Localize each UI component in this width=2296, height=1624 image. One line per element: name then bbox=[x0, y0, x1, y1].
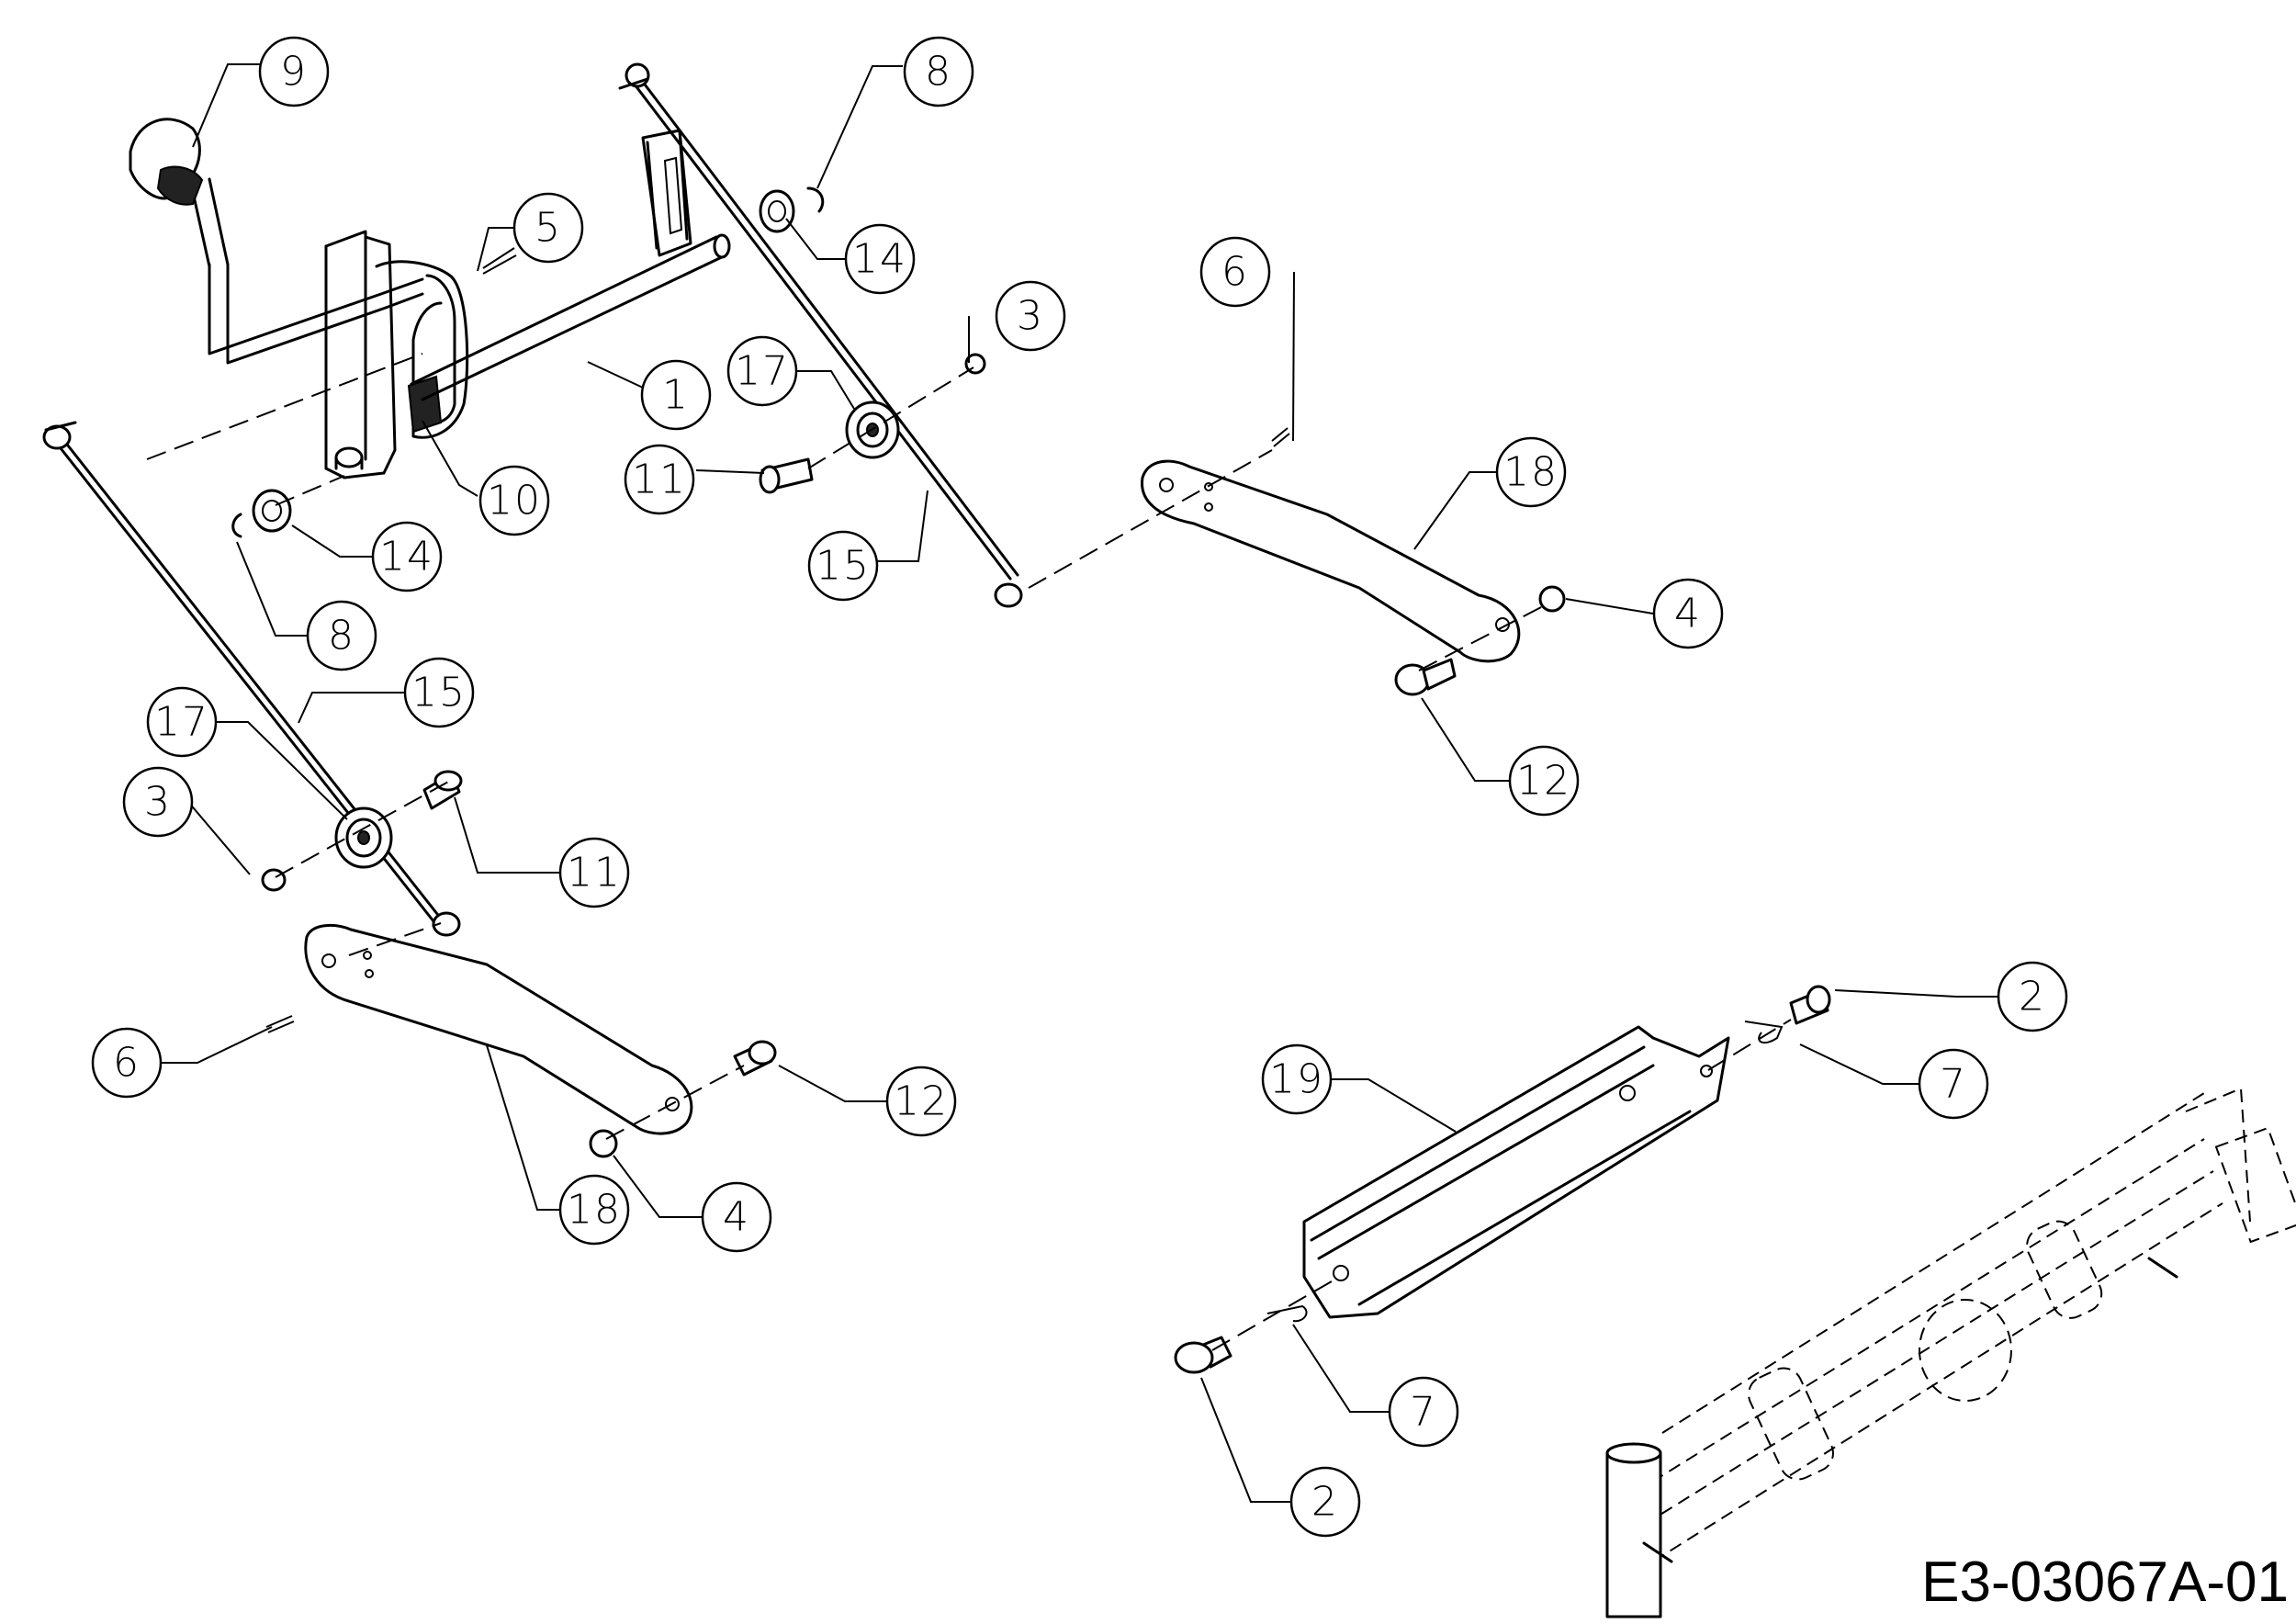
hairpin-7-upper-part bbox=[1744, 1021, 1784, 1044]
callout: 2 bbox=[1997, 961, 2068, 1032]
lift-handle-part bbox=[129, 118, 424, 365]
callout-label: 3 bbox=[1017, 293, 1044, 340]
callout: 19 bbox=[1261, 1043, 1333, 1115]
callout-label: 9 bbox=[280, 49, 308, 96]
centerline-shaft bbox=[146, 353, 423, 460]
centerline-bracket-lower bbox=[1211, 1280, 1333, 1351]
callout: 17 bbox=[146, 686, 218, 758]
callout-label: 8 bbox=[328, 613, 355, 660]
callout-label: 2 bbox=[1311, 1479, 1339, 1526]
lift-link-upper-part bbox=[1141, 459, 1521, 663]
flange-nut-lower-part bbox=[589, 1129, 618, 1158]
callout-label: 7 bbox=[1410, 1389, 1437, 1436]
callout-label: 15 bbox=[816, 543, 871, 590]
callout: 11 bbox=[558, 837, 630, 908]
hairpin-6-upper-part bbox=[1271, 427, 1290, 447]
nut-lower-part bbox=[261, 868, 287, 892]
centerline-pulley-lower bbox=[275, 780, 451, 878]
callout-label: 3 bbox=[144, 779, 172, 826]
callout: 9 bbox=[258, 36, 330, 107]
callout-label: 17 bbox=[154, 699, 209, 746]
callout: 12 bbox=[1508, 745, 1580, 817]
callout-label: 6 bbox=[113, 1040, 141, 1087]
callout-label: 14 bbox=[852, 236, 907, 283]
callout-label: 15 bbox=[411, 670, 467, 716]
callout-label: 18 bbox=[1503, 449, 1559, 496]
callout: 14 bbox=[844, 223, 916, 295]
callout: 11 bbox=[624, 444, 695, 515]
callout: 3 bbox=[122, 766, 194, 838]
callout-label: 10 bbox=[487, 478, 542, 524]
callout-label: 8 bbox=[925, 49, 952, 96]
callout-label: 11 bbox=[632, 457, 687, 503]
callout: 7 bbox=[1918, 1048, 1989, 1120]
callout-label: 4 bbox=[1674, 591, 1702, 637]
drawing-code: E3-03067A-01 bbox=[1921, 1551, 2289, 1614]
callout: 8 bbox=[306, 600, 377, 671]
callout: 17 bbox=[726, 335, 798, 407]
shoulder-bolt-lower-part bbox=[422, 770, 463, 810]
callout: 18 bbox=[558, 1174, 630, 1246]
centerline-link-upper bbox=[1028, 449, 1273, 589]
centerline-bushing-lower bbox=[275, 475, 345, 506]
callout: 12 bbox=[885, 1066, 957, 1137]
callout-label: 1 bbox=[662, 372, 690, 419]
leader-lines bbox=[154, 63, 1998, 1503]
pivot-bracket-part bbox=[324, 230, 469, 479]
hairpin-6-lower-part bbox=[265, 1015, 295, 1033]
idler-pulley-lower-part bbox=[334, 806, 393, 869]
hairpin-5-part bbox=[482, 247, 517, 275]
shoulder-bolt-upper-part bbox=[759, 457, 814, 494]
callout: 2 bbox=[1289, 1466, 1361, 1538]
callout: 5 bbox=[512, 192, 584, 264]
centerline-bracket-upper bbox=[1707, 1019, 1792, 1071]
callout: 15 bbox=[807, 530, 879, 602]
clevis-pin-lower-part bbox=[1174, 1336, 1232, 1374]
bushing-lower-part bbox=[231, 489, 292, 538]
bushing-upper-part bbox=[759, 186, 825, 233]
right-link-rod-part bbox=[618, 62, 1023, 608]
lift-link-lower-part bbox=[304, 924, 693, 1135]
callout: 4 bbox=[701, 1181, 772, 1253]
clevis-pin-upper-part bbox=[1789, 985, 1831, 1025]
lift-shaft-part bbox=[410, 233, 731, 401]
callout: 15 bbox=[403, 657, 475, 728]
bolt-lower-part bbox=[733, 1040, 777, 1077]
centerline-link-lower bbox=[348, 922, 442, 956]
centerline-link-lower-bolt bbox=[605, 1065, 745, 1140]
callout-label: 17 bbox=[735, 348, 790, 395]
callout-label: 19 bbox=[1269, 1056, 1324, 1103]
callout-label: 6 bbox=[1221, 249, 1249, 296]
callout-label: 11 bbox=[567, 850, 622, 897]
callout: 10 bbox=[478, 465, 550, 536]
left-link-rod-part bbox=[42, 421, 461, 937]
callout-label: 12 bbox=[894, 1078, 949, 1125]
callout: 18 bbox=[1495, 436, 1567, 508]
bolt-upper-part bbox=[1394, 658, 1457, 696]
callout-label: 4 bbox=[723, 1194, 750, 1241]
callout-label: 7 bbox=[1940, 1061, 1967, 1108]
callout: 8 bbox=[903, 36, 974, 107]
flange-nut-upper-part bbox=[1538, 585, 1566, 613]
callout-label: 5 bbox=[535, 205, 562, 252]
callout-label: 18 bbox=[567, 1187, 622, 1234]
callout-label: 12 bbox=[1516, 758, 1571, 805]
callout: 4 bbox=[1652, 578, 1724, 649]
centerline-pulley-upper bbox=[807, 367, 974, 469]
hairpin-7-lower-part bbox=[1266, 1304, 1308, 1323]
callout-label: 2 bbox=[2019, 974, 2046, 1021]
deck-bracket-part bbox=[1302, 1025, 1730, 1319]
callout-label: 14 bbox=[379, 534, 434, 581]
lift-arm-upper-part bbox=[641, 129, 692, 257]
centerline-link-upper-bolt bbox=[1418, 605, 1544, 671]
callout: 6 bbox=[91, 1027, 163, 1099]
front-axle-reference bbox=[1605, 1087, 2296, 1618]
callout: 1 bbox=[640, 359, 712, 431]
callout: 14 bbox=[371, 521, 443, 592]
callout: 3 bbox=[995, 280, 1066, 352]
callout: 6 bbox=[1199, 236, 1271, 308]
callout: 7 bbox=[1388, 1376, 1459, 1448]
